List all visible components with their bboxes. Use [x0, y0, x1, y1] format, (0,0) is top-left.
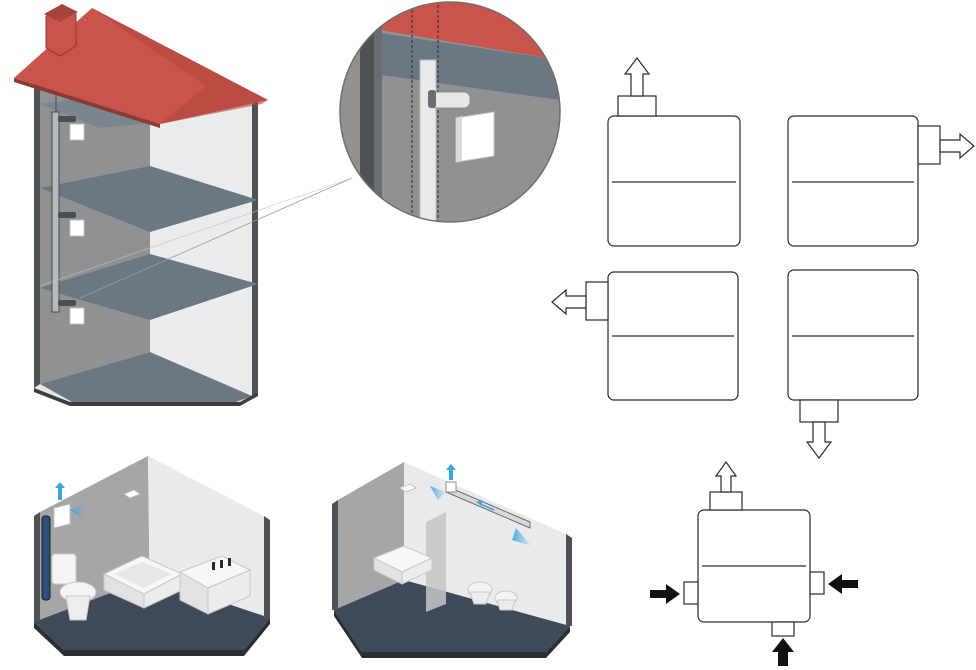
bathroom-2-shower-tray	[372, 545, 434, 585]
arrow-up-icon	[623, 57, 651, 97]
arrow-up-outlet-icon	[714, 460, 738, 493]
bathroom-1	[34, 456, 270, 656]
bathroom-2	[332, 462, 572, 658]
outlet-options	[551, 57, 975, 459]
bathroom-2-fan-box	[445, 481, 457, 493]
house-floor-1	[40, 254, 258, 320]
arrow-inlet-right-icon	[828, 574, 858, 594]
fan-unit-outlet-up	[607, 57, 741, 247]
fan-unit-outlet-down	[787, 269, 919, 459]
bathroom-1-ceiling-vent	[122, 489, 142, 499]
house-roof-side	[92, 8, 268, 124]
bathroom-1-duct	[41, 515, 51, 601]
house-chimney-top	[44, 4, 78, 22]
house-cutaway	[14, 4, 268, 406]
bathroom-2-floor	[334, 580, 570, 652]
arrow-inlet-bottom-icon	[772, 638, 794, 666]
bathroom-2-floor-edge	[334, 610, 570, 658]
inlet-options	[650, 460, 858, 666]
house-base-edge	[34, 388, 258, 406]
bathroom-2-bidet	[494, 590, 518, 611]
zoom-circle-outline	[339, 1, 561, 223]
house-floor-2	[40, 166, 258, 232]
fan-floor-3	[58, 116, 85, 141]
zoom-connector-line-2	[39, 177, 353, 287]
house-left-wall-edge	[34, 80, 40, 388]
arrow-inlet-left-icon	[650, 584, 680, 604]
house-floor-attic	[40, 96, 160, 128]
zoom-connector-line	[79, 177, 353, 299]
house-right-inner-wall	[150, 104, 252, 396]
bathroom-2-airflow-right-icon	[512, 528, 532, 546]
arrow-right-icon	[939, 132, 975, 160]
bathroom-2-duct-flow-icon	[479, 503, 495, 511]
vertical-duct	[51, 111, 60, 313]
fan-unit-outlet-left	[551, 271, 739, 401]
bathroom-2-airflow-up-icon	[446, 464, 456, 480]
bathroom-1-airflow-up-icon	[55, 482, 65, 500]
house-floor-ground	[40, 352, 252, 402]
bathroom-2-partition	[426, 512, 446, 612]
bathroom-1-toilet	[51, 553, 97, 621]
bathroom-1-airflow-side-icon	[70, 504, 84, 520]
bathroom-1-vanity	[178, 555, 252, 615]
bathroom-1-floor-edge	[34, 618, 270, 656]
bathroom-1-floor	[34, 578, 270, 650]
bathroom-2-airflow-left-icon	[430, 486, 446, 500]
fan-unit-outlet-right	[787, 115, 975, 247]
house-roof-eave	[14, 78, 160, 128]
arrow-down-icon	[805, 421, 833, 459]
bathroom-1-fan	[53, 503, 71, 529]
arrow-left-icon	[551, 288, 587, 316]
bathroom-2-toilet	[467, 581, 493, 605]
zoom-detail	[339, 1, 561, 223]
bathroom-2-ceiling-vent	[398, 483, 418, 493]
house-right-wall-edge	[252, 100, 258, 396]
fan-floor-1	[58, 300, 85, 325]
fan-floor-2	[58, 212, 85, 237]
bathroom-1-shower-tray	[102, 555, 184, 609]
